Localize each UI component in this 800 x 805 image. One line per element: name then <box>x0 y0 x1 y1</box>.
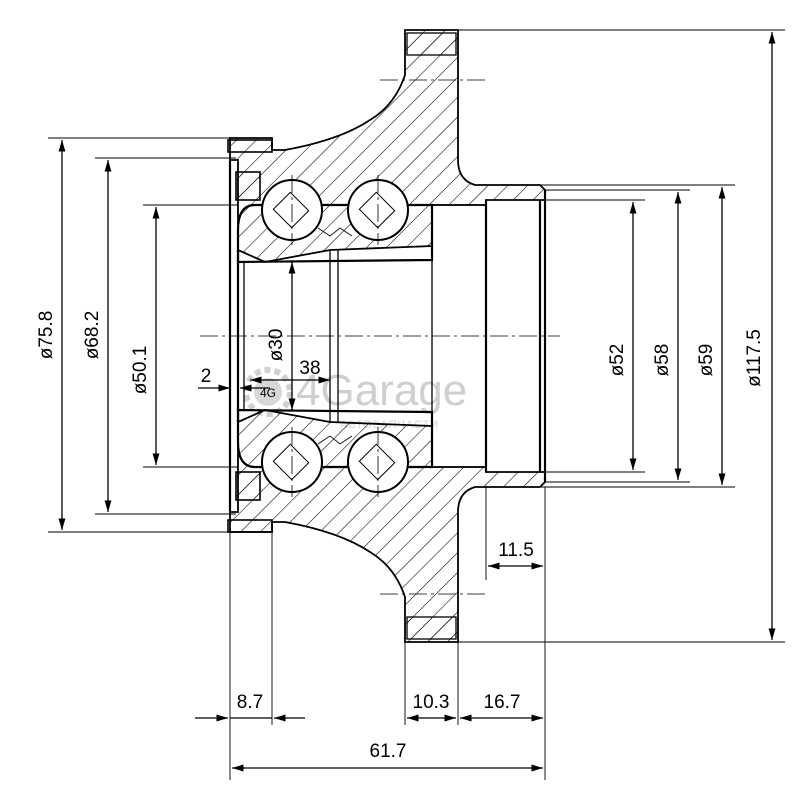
inner-rings <box>236 203 434 469</box>
bolt-hole-lower <box>406 616 457 640</box>
dim-label-diameter-75-8: ø75.8 <box>36 311 57 360</box>
bolt-hole-upper <box>406 32 457 56</box>
dim-label-diameter-30: ø30 <box>266 329 287 362</box>
dim-label-diameter-58: ø58 <box>652 344 673 377</box>
dim-label-length-38: 38 <box>299 358 320 379</box>
dim-label-length-8-7: 8.7 <box>237 692 263 713</box>
dim-label-diameter-50-1: ø50.1 <box>130 346 151 395</box>
dim-label-diameter-117-5: ø117.5 <box>744 329 765 387</box>
dim-label-length-2: 2 <box>201 366 212 387</box>
dim-label-diameter-68-2: ø68.2 <box>82 311 103 360</box>
watermark-gear-icon: 4G <box>243 367 293 417</box>
dim-label-diameter-59: ø59 <box>696 344 717 377</box>
dimension-lines-right <box>458 29 785 643</box>
dimension-lines-left <box>48 137 330 533</box>
dim-label-diameter-52: ø52 <box>607 344 628 377</box>
dimension-lines-bottom <box>195 487 546 780</box>
dim-label-length-10-3: 10.3 <box>413 692 450 713</box>
center-lines <box>200 79 560 595</box>
dim-label-length-16-7: 16.7 <box>484 692 521 713</box>
watermark-badge: 4G <box>260 386 276 400</box>
seals <box>227 139 273 533</box>
watermark-logo-text: 4Garage <box>296 366 467 415</box>
dim-label-length-11-5: 11.5 <box>498 540 534 561</box>
dimension-labels: ø75.8 ø68.2 ø50.1 ø30 2 38 ø52 ø58 ø59 ø… <box>36 311 765 762</box>
dim-label-length-61-7: 61.7 <box>370 741 407 762</box>
